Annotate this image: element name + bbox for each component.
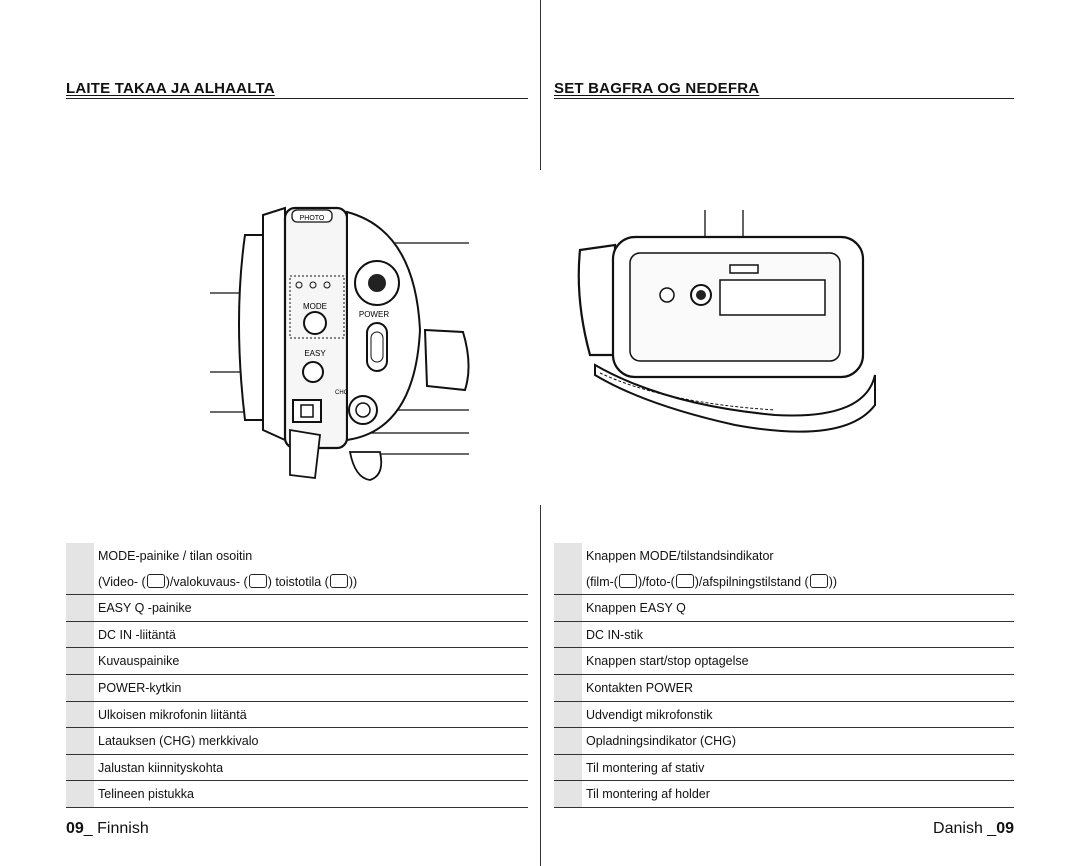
row-text: Knappen MODE/tilstandsindikator — [586, 549, 774, 563]
easy-label: EASY — [304, 349, 326, 358]
table-row: (film-( )/foto-( )/afspilningstilstand ()) — [554, 568, 1014, 596]
row-text: MODE-painike / tilan osoitin — [98, 549, 253, 563]
table-row: Udvendigt mikrofonstik — [554, 701, 1014, 729]
play-icon — [329, 574, 348, 589]
video-icon — [146, 574, 165, 589]
row-text: Latauksen (CHG) merkkivalo — [98, 734, 259, 749]
table-row: Til montering af stativ — [554, 754, 1014, 782]
table-row: Ulkoisen mikrofonin liitäntä — [66, 701, 528, 729]
heading-right-text: SET BAGFRA OG NEDEFRA — [554, 80, 760, 97]
table-row: DC IN -liitäntä — [66, 621, 528, 649]
row-text: Telineen pistukka — [98, 787, 194, 802]
row-text: Kuvauspainike — [98, 654, 180, 669]
row-text-part: )) — [348, 574, 358, 589]
camcorder-bottom-illustration — [577, 210, 876, 433]
chg-label: CHG — [335, 390, 349, 396]
row-text: Jalustan kiinnityskohta — [98, 760, 224, 775]
camera-icon — [248, 574, 267, 589]
mode-label: MODE — [303, 302, 327, 311]
footer-separator: _ — [987, 820, 997, 837]
table-row: Kuvauspainike — [66, 648, 528, 675]
footer-right: Danish _09 — [933, 820, 1014, 838]
camera-icon — [675, 574, 694, 589]
video-icon — [618, 574, 637, 589]
table-row: Kontakten POWER — [554, 674, 1014, 702]
row-text: Udvendigt mikrofonstik — [586, 707, 713, 722]
table-row: Latauksen (CHG) merkkivalo — [66, 728, 528, 755]
row-text: Knappen start/stop optagelse — [586, 654, 749, 669]
left-table: MODE-painike / tilan osoitin (Video- ( )/… — [66, 543, 528, 808]
row-text-part: ) toistotila ( — [267, 574, 329, 589]
row-text: DC IN-stik — [586, 627, 643, 642]
right-table: Knappen MODE/tilstandsindikator (film-()… — [554, 543, 1014, 808]
row-text: (Video- ( )/valokuvaus- ( ) toistotila ()) — [98, 574, 358, 590]
table-row: Telineen pistukka — [66, 781, 528, 808]
row-text: EASY Q -painike — [98, 601, 192, 616]
heading-left-text: LAITE TAKAA JA ALHAALTA — [66, 80, 275, 97]
table-row: DC IN-stik — [554, 621, 1014, 649]
row-text: DC IN -liitäntä — [98, 627, 176, 642]
row-text-part: )/afspilningstilstand ( — [694, 574, 809, 589]
page-number-right: 09 — [996, 820, 1014, 837]
column-divider-bottom — [540, 505, 541, 866]
row-text: Opladningsindikator (CHG) — [586, 734, 737, 749]
heading-left: LAITE TAKAA JA ALHAALTA — [66, 80, 528, 99]
row-text-part: )/valokuvaus- ( — [165, 574, 248, 589]
camcorder-rear-illustration: PHOTO MODE EASY POWER CHG — [210, 206, 470, 481]
power-label: POWER — [359, 310, 389, 319]
row-text-part: (Video- ( — [98, 574, 146, 589]
table-row: Knappen start/stop optagelse — [554, 648, 1014, 675]
language-right: Danish — [933, 820, 988, 837]
row-text: Kontakten POWER — [586, 680, 693, 695]
row-text: POWER-kytkin — [98, 680, 182, 695]
language-left: Finnish — [97, 820, 149, 837]
row-text: Ulkoisen mikrofonin liitäntä — [98, 707, 247, 722]
table-row: Knappen MODE/tilstandsindikator — [554, 543, 1014, 569]
table-row: EASY Q -painike — [66, 595, 528, 622]
table-row: (Video- ( )/valokuvaus- ( ) toistotila ()) — [66, 568, 528, 596]
table-row: POWER-kytkin — [66, 674, 528, 702]
row-text-part: )/foto-( — [637, 574, 675, 589]
table-row: Til montering af holder — [554, 781, 1014, 808]
table-row: MODE-painike / tilan osoitin — [66, 543, 528, 569]
row-text-part: (film-( — [586, 574, 618, 589]
column-divider-top — [540, 0, 541, 170]
row-text: Til montering af holder — [586, 787, 710, 802]
heading-right: SET BAGFRA OG NEDEFRA — [554, 80, 1014, 99]
row-text-part: )) — [828, 574, 838, 589]
row-text: (film-( )/foto-( )/afspilningstilstand ()) — [586, 574, 838, 590]
footer-left: 09_ Finnish — [66, 820, 149, 838]
page-number-left: 09 — [66, 820, 84, 837]
row-text: Til montering af stativ — [586, 760, 705, 775]
photo-label: PHOTO — [300, 215, 325, 222]
table-row: Opladningsindikator (CHG) — [554, 728, 1014, 755]
play-icon — [809, 574, 828, 589]
row-text: Knappen EASY Q — [586, 601, 686, 616]
footer-separator: _ — [83, 820, 98, 837]
table-row: Jalustan kiinnityskohta — [66, 754, 528, 782]
table-row: Knappen EASY Q — [554, 595, 1014, 622]
